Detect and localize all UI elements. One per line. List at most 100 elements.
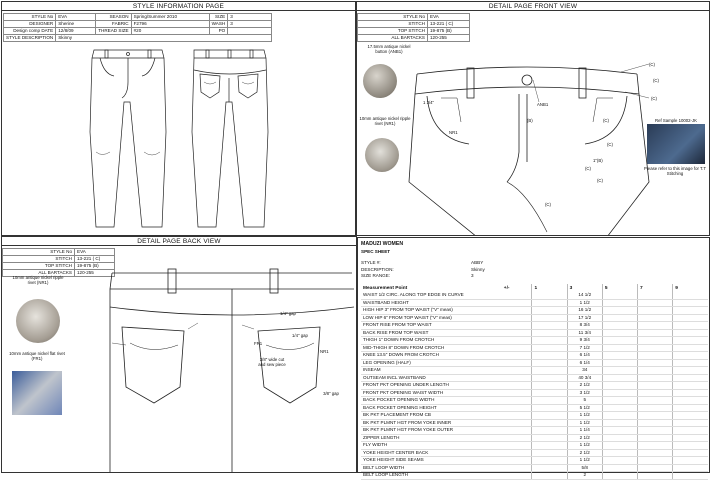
size-5-cell bbox=[601, 366, 638, 375]
size-7-cell bbox=[637, 359, 673, 367]
meta-row: SIZE RANGE:3 bbox=[361, 273, 485, 280]
size-5-cell bbox=[601, 419, 638, 427]
size-3-cell: 2 1/2 bbox=[566, 434, 603, 442]
measurement-point: WAIST 1/2 CIRC. ALONG TOP EDGE IN CURVE bbox=[361, 292, 502, 300]
callout: (B) bbox=[527, 118, 533, 123]
size-9-cell bbox=[672, 336, 708, 345]
tolerance-cell bbox=[501, 471, 532, 480]
size-7-cell bbox=[637, 299, 673, 307]
size-5-cell bbox=[601, 299, 638, 307]
size-1-cell bbox=[531, 411, 568, 420]
front-detail-sketch bbox=[408, 63, 650, 235]
size-5-cell bbox=[601, 351, 638, 360]
size-3-cell: 6 1/4 bbox=[566, 359, 603, 367]
tolerance-cell bbox=[501, 336, 532, 345]
size-1-cell bbox=[531, 441, 568, 450]
measurement-point: BELT LOOP LENGTH bbox=[361, 471, 502, 480]
size-3-cell: 1 1/2 bbox=[566, 419, 603, 427]
tolerance-cell bbox=[501, 374, 532, 382]
size-1-cell bbox=[531, 359, 568, 367]
size-5-cell bbox=[601, 292, 638, 300]
size-9-cell bbox=[672, 351, 708, 360]
info-value: Skinny bbox=[55, 34, 273, 42]
size-5-cell bbox=[601, 336, 638, 345]
size-9-cell bbox=[672, 329, 708, 337]
tolerance-cell bbox=[501, 351, 532, 360]
size-9-cell bbox=[672, 396, 708, 405]
tolerance-cell bbox=[501, 306, 532, 315]
size-1-cell bbox=[531, 329, 568, 337]
size-7-cell bbox=[637, 434, 673, 442]
callout: 1"(B) bbox=[593, 158, 603, 163]
measurement-point: LEG OPENING (HALF) bbox=[361, 359, 502, 367]
meta-key: SIZE RANGE: bbox=[361, 273, 391, 278]
size-9-cell bbox=[672, 434, 708, 442]
table-row: LOW HIP 6" FROM TOP WAIST ("V" meas)17 1… bbox=[361, 314, 708, 322]
callout: FR1 bbox=[254, 341, 263, 346]
size-3-cell: 3 1/2 bbox=[566, 389, 603, 397]
size-1-cell bbox=[531, 381, 568, 390]
size-9-cell bbox=[672, 366, 708, 375]
size-1-cell bbox=[531, 374, 568, 382]
size-9-cell bbox=[672, 299, 708, 307]
callout: (C) bbox=[607, 142, 613, 147]
tolerance-cell bbox=[501, 389, 532, 397]
size-1-cell bbox=[531, 426, 568, 435]
tolerance-cell bbox=[501, 292, 532, 300]
jeans-flat-sketch bbox=[89, 49, 269, 228]
size-7-cell bbox=[637, 426, 673, 435]
size-5-cell bbox=[601, 464, 638, 472]
size-7-cell bbox=[637, 471, 673, 480]
col-header: 1 bbox=[531, 284, 568, 292]
measurement-point: HIGH HIP 3" FROM TOP WAIST ("V" meas) bbox=[361, 306, 502, 315]
size-1-cell bbox=[531, 396, 568, 405]
meta-key: STYLE #: bbox=[361, 260, 381, 265]
size-1-cell bbox=[531, 306, 568, 315]
size-5-cell bbox=[601, 381, 638, 390]
measurement-point: BK PKT PLMNT HGT FROM YOKE OUTER bbox=[361, 426, 502, 435]
table-row: ZIPPER LENGTH 2 1/2 bbox=[361, 434, 708, 442]
size-7-cell bbox=[637, 321, 673, 330]
size-1-cell bbox=[531, 314, 568, 322]
size-3-cell: 34 bbox=[566, 366, 603, 375]
ripple-rivet-photo bbox=[365, 138, 399, 172]
ripple-rivet-photo bbox=[16, 299, 60, 343]
size-5-cell bbox=[601, 411, 638, 420]
size-5-cell bbox=[601, 396, 638, 405]
tolerance-cell bbox=[501, 344, 532, 352]
size-3-cell: 1 1/2 bbox=[566, 411, 603, 420]
back-detail-sketch bbox=[109, 268, 355, 472]
antique-button-photo bbox=[363, 64, 397, 98]
size-7-cell bbox=[637, 336, 673, 345]
size-7-cell bbox=[637, 456, 673, 465]
measurement-point: ZIPPER LENGTH bbox=[361, 434, 502, 442]
hdr-value: 120-255 bbox=[427, 34, 470, 42]
tolerance-cell bbox=[501, 449, 532, 457]
measurement-point: THIGH 1" DOWN FROM CROTCH bbox=[361, 336, 502, 345]
size-7-cell bbox=[637, 344, 673, 352]
size-3-cell: 17 1/2 bbox=[566, 314, 603, 322]
measurement-point: FRONT PKT OPENING UNDER LENGTH bbox=[361, 381, 502, 390]
size-7-cell bbox=[637, 351, 673, 360]
size-7-cell bbox=[637, 366, 673, 375]
spec-sheet-title: SPEC SHEET bbox=[361, 249, 391, 254]
size-3-cell: 2 1/2 bbox=[566, 381, 603, 390]
size-9-cell bbox=[672, 389, 708, 397]
size-5-cell bbox=[601, 374, 638, 382]
tolerance-cell bbox=[501, 419, 532, 427]
measurement-point: BACK POCKET OPENING WIDTH bbox=[361, 396, 502, 405]
measurement-point: YOKE HEIGHT CENTER BACK bbox=[361, 449, 502, 457]
callout: ANB1 bbox=[537, 102, 549, 107]
